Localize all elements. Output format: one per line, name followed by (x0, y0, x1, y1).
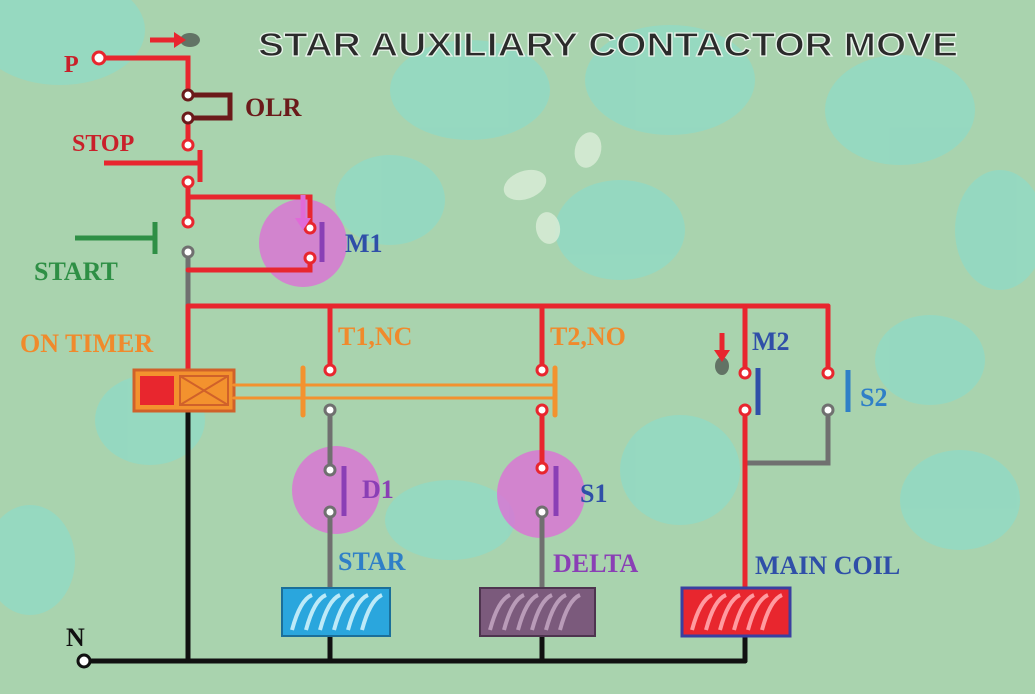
d1-highlight (292, 446, 380, 534)
s1-highlight (497, 450, 585, 538)
p-label: P (64, 52, 79, 78)
t2-no-contact (535, 363, 549, 417)
p-terminal (91, 50, 107, 66)
star-coil (281, 587, 391, 637)
on-timer-label: ON TIMER (20, 329, 153, 358)
start-label: START (34, 257, 118, 286)
diagram-title: STAR AUXILIARY CONTACTOR MOVE (258, 26, 958, 63)
delta-coil (479, 587, 596, 637)
stop-pushbutton (104, 138, 203, 189)
m1-highlight (259, 199, 347, 287)
s1-contact (535, 461, 559, 519)
m1-label: M1 (345, 229, 383, 258)
main-coil-label: MAIN COIL (755, 551, 900, 580)
t1-label: T1,NC (338, 322, 412, 351)
idle-wires (185, 249, 831, 593)
n-label: N (66, 623, 85, 652)
current-arrow-m1 (295, 195, 311, 230)
n-terminal (76, 653, 92, 669)
on-timer (132, 368, 236, 413)
leaf-shapes (503, 132, 602, 244)
timer-link (232, 365, 558, 418)
main-coil (680, 586, 792, 638)
s2-label: S2 (860, 383, 887, 412)
highlight-circles (259, 199, 585, 538)
olr-label: OLR (245, 93, 302, 122)
stop-label: STOP (72, 131, 134, 157)
m1-contact (303, 221, 325, 265)
star-label: STAR (338, 547, 406, 576)
t2-label: T2,NO (550, 322, 626, 351)
m2-contact (738, 366, 761, 417)
d1-label: D1 (362, 475, 394, 504)
neutral-wires (81, 408, 748, 664)
d1-contact (323, 463, 347, 519)
s2-contact (821, 366, 851, 417)
current-arrow-m2 (714, 333, 730, 375)
olr-contact (181, 88, 233, 125)
t1-nc-contact (323, 363, 337, 417)
m2-label: M2 (752, 327, 790, 356)
s1-label: S1 (580, 479, 607, 508)
start-pushbutton (75, 215, 195, 259)
current-arrow-top (150, 32, 200, 48)
delta-label: DELTA (553, 549, 638, 578)
